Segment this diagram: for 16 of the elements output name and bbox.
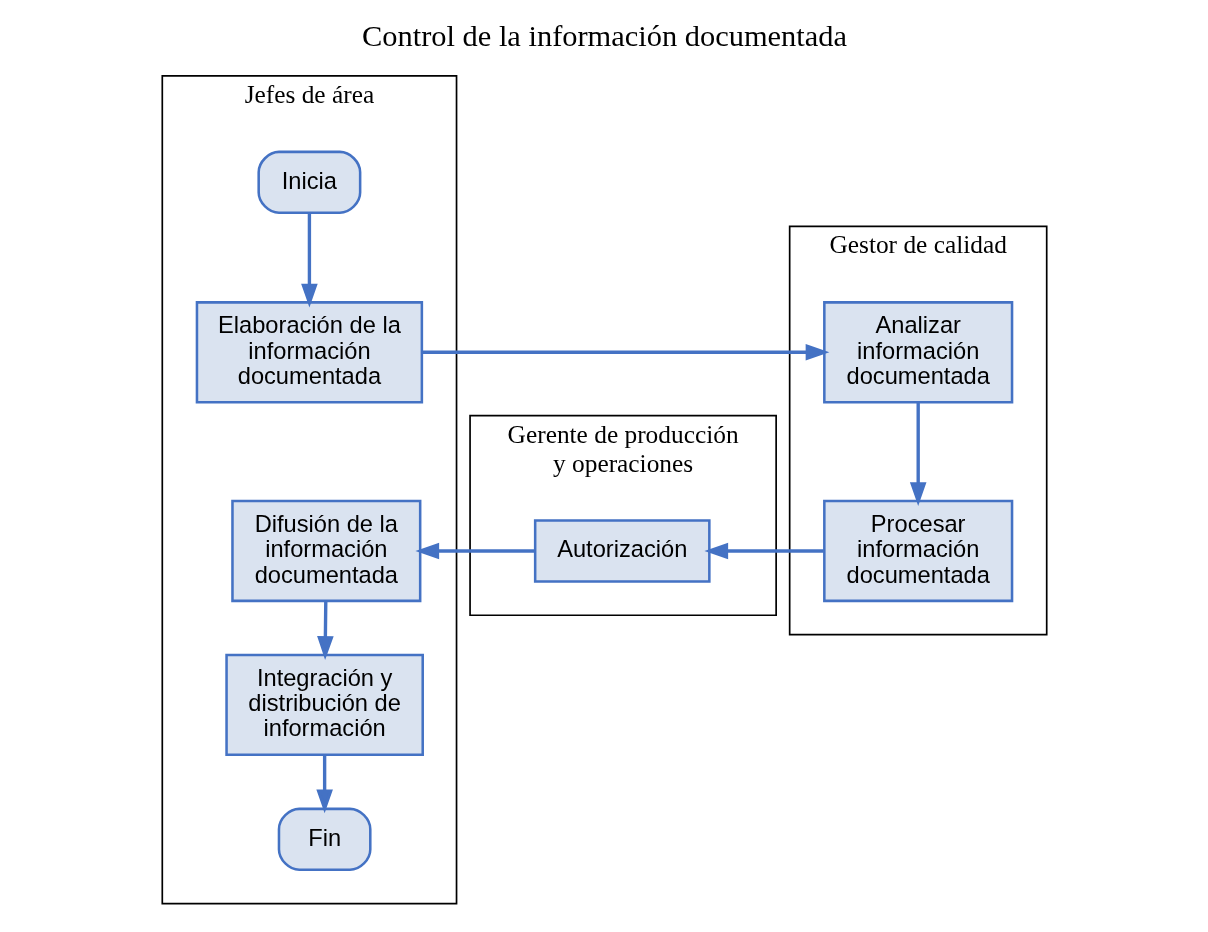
node-box: Fin [277,807,372,871]
arrow [414,542,535,560]
arrow [703,542,824,560]
arrow [316,601,334,660]
node-box: Autorización [533,519,711,583]
node-box: Integración y distribución de información [224,653,424,756]
node-box: Procesar información documentada [822,499,1013,603]
arrow [909,402,926,506]
arrow [421,343,829,361]
node-box: Elaboración de la información documentada [195,301,423,404]
diagram-title: Control de la información documentada [361,19,847,54]
node-box: Analizar información documentada [822,301,1013,404]
arrow [315,755,333,814]
node-box: Difusión de la información documentada [230,499,421,603]
node-box: Inicia [256,150,361,215]
arrow [300,213,318,308]
